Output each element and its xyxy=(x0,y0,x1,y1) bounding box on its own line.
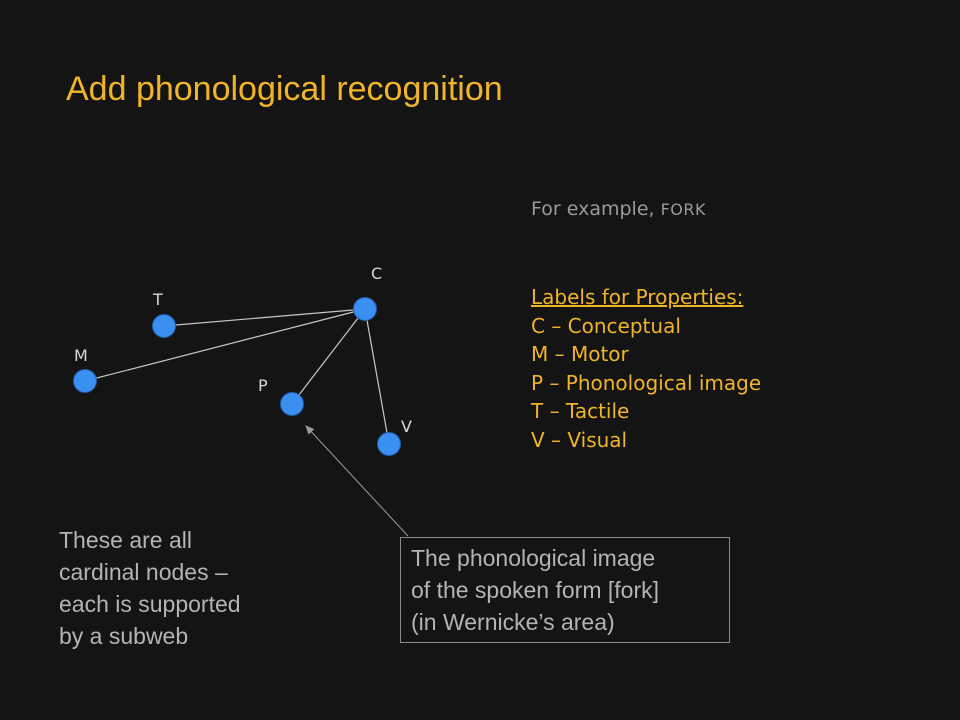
edge-c-v xyxy=(364,308,390,445)
note-line: These are all xyxy=(59,527,192,553)
example-line: For example, FORK xyxy=(531,198,706,220)
legend-heading: Labels for Properties: xyxy=(531,285,744,309)
legend-item-phonological: P – Phonological image xyxy=(531,370,762,395)
node-t xyxy=(152,314,176,338)
node-p xyxy=(280,392,304,416)
phonological-image-callout: The phonological image of the spoken for… xyxy=(400,537,730,643)
legend-item-tactile: T – Tactile xyxy=(531,399,630,423)
example-prefix: For example, xyxy=(531,198,661,220)
node-label-m: M xyxy=(74,346,88,365)
properties-legend: Labels for Properties: C – Conceptual M … xyxy=(531,283,761,454)
legend-item-motor: M – Motor xyxy=(531,342,629,366)
legend-item-conceptual: C – Conceptual xyxy=(531,313,681,338)
edge-c-t xyxy=(163,308,366,327)
slide-title: Add phonological recognition xyxy=(66,70,503,108)
edge-c-m xyxy=(84,308,366,382)
node-m xyxy=(73,369,97,393)
node-label-v: V xyxy=(401,417,412,436)
note-line: cardinal nodes – xyxy=(59,559,228,585)
node-c xyxy=(353,297,377,321)
note-line: by a subweb xyxy=(59,623,189,649)
node-v xyxy=(377,432,401,456)
callout-line: (in Wernicke’s area) xyxy=(411,609,615,635)
note-line: each is supported xyxy=(59,591,241,617)
node-label-c: C xyxy=(371,264,382,283)
node-label-t: T xyxy=(152,290,163,309)
legend-item-visual: V – Visual xyxy=(531,427,628,452)
node-label-p: P xyxy=(258,376,268,395)
callout-line: of the spoken form [fork] xyxy=(411,577,660,603)
edge-c-p xyxy=(291,308,366,405)
callout-line: The phonological image xyxy=(411,545,656,571)
callout-arrow xyxy=(305,425,409,537)
example-word: FORK xyxy=(660,200,706,219)
cardinal-nodes-note: These are all cardinal nodes – each is s… xyxy=(59,524,299,652)
